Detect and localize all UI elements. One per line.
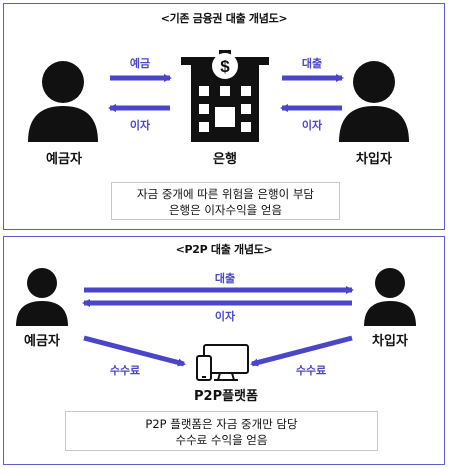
interest-arrow-label: 이자 xyxy=(301,119,323,132)
loan-arrow-label: 대출 xyxy=(214,272,236,285)
note-line: 은행은 이자수익을 얻음 xyxy=(168,203,283,217)
borrower-label: 차입자 xyxy=(356,152,392,167)
person-icon xyxy=(339,61,409,142)
bank-building-icon: $ xyxy=(181,50,269,142)
interest-arrow-label: 이자 xyxy=(214,310,236,323)
info-note: 자금 중개에 따른 위험을 은행이 부담 은행은 이자수익을 얻음 xyxy=(111,182,340,220)
bank-label: 은행 xyxy=(213,152,237,167)
note-line: 자금 중개에 따른 위험을 은행이 부담 xyxy=(137,187,314,201)
info-note: P2P 플랫폼은 자금 중개만 담당 수수료 수익을 얻음 xyxy=(65,411,378,451)
person-icon xyxy=(364,268,416,326)
person-icon xyxy=(28,61,98,142)
fee-arrow-right xyxy=(250,335,353,367)
note-line: 수수료 수익을 얻음 xyxy=(175,433,268,447)
depositor-label: 예금자 xyxy=(46,152,82,167)
panel-title: <기존 금융권 대출 개념도> xyxy=(160,12,288,25)
person-icon xyxy=(16,268,68,326)
interest-arrow-label: 이자 xyxy=(129,119,151,132)
platform-label: P2P플랫폼 xyxy=(194,389,258,404)
deposit-arrow-label: 예금 xyxy=(129,57,151,70)
dollar-symbol: $ xyxy=(220,57,230,76)
panel-title: <P2P 대출 개념도> xyxy=(175,243,273,256)
note-line: P2P 플랫폼은 자금 중개만 담당 xyxy=(145,417,298,431)
computer-phone-icon xyxy=(196,344,249,381)
depositor-label: 예금자 xyxy=(24,334,60,349)
fee-right-label: 수수료 xyxy=(295,364,327,377)
borrower-label: 차입자 xyxy=(372,334,408,349)
loan-arrow-label: 대출 xyxy=(301,57,323,70)
fee-arrow-left xyxy=(83,335,186,367)
fee-left-label: 수수료 xyxy=(109,364,141,377)
